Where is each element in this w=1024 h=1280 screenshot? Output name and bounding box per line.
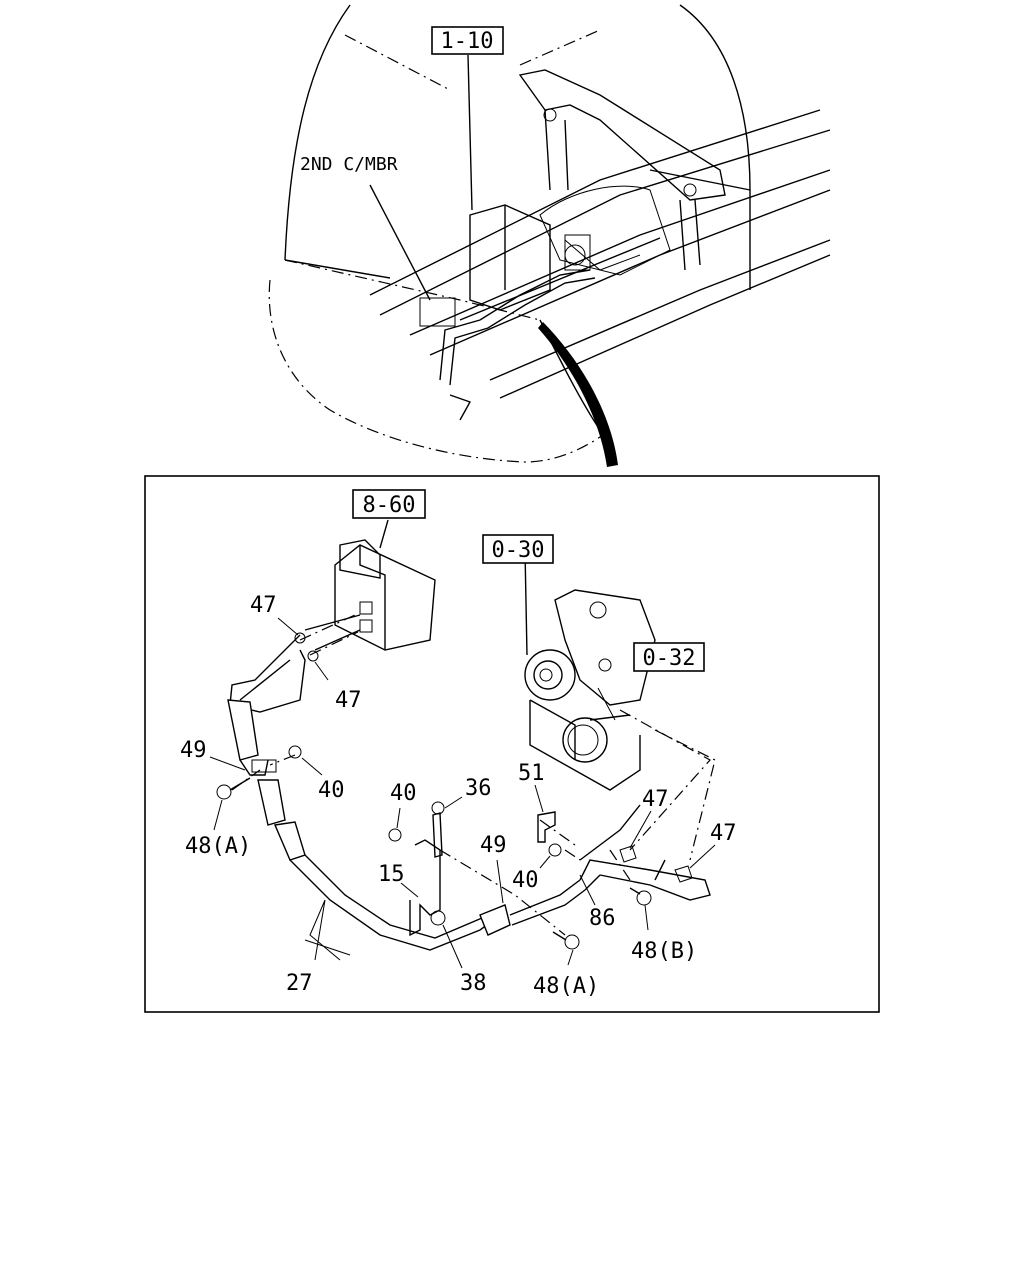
ref-box-0-32	[633, 642, 705, 672]
detail-illustration	[209, 519, 716, 969]
callout-51: 51	[518, 761, 545, 786]
callout-48a-right: 48(A)	[533, 974, 599, 999]
callout-49-left: 49	[180, 738, 207, 763]
callout-47-upper: 47	[250, 593, 277, 618]
callout-40-right: 40	[512, 868, 539, 893]
ref-box-1-10	[431, 26, 504, 55]
ref-label-0-30: 0-30	[492, 538, 545, 563]
callout-38: 38	[460, 971, 487, 996]
callout-40-left: 40	[318, 778, 345, 803]
callout-47-lower: 47	[335, 688, 362, 713]
callout-47-right-a: 47	[642, 787, 669, 812]
ref-label-1-10: 1-10	[441, 29, 494, 54]
ref-label-0-32: 0-32	[643, 646, 696, 671]
ref-box-0-30	[482, 534, 554, 564]
callout-49-right: 49	[480, 833, 507, 858]
callout-36: 36	[465, 776, 492, 801]
callout-86: 86	[589, 906, 616, 931]
callout-48a-left: 48(A)	[185, 834, 251, 859]
detail-frame	[144, 475, 880, 1013]
label-2nd-cross-member: 2ND C/MBR	[300, 154, 398, 175]
callout-40-center: 40	[390, 781, 417, 806]
callout-15: 15	[378, 862, 405, 887]
ref-box-8-60	[352, 489, 426, 519]
callout-27: 27	[286, 971, 313, 996]
callout-47-right-b: 47	[710, 821, 737, 846]
callout-48b: 48(B)	[631, 939, 697, 964]
ref-label-8-60: 8-60	[363, 493, 416, 518]
cab-chassis-overview	[268, 4, 831, 467]
